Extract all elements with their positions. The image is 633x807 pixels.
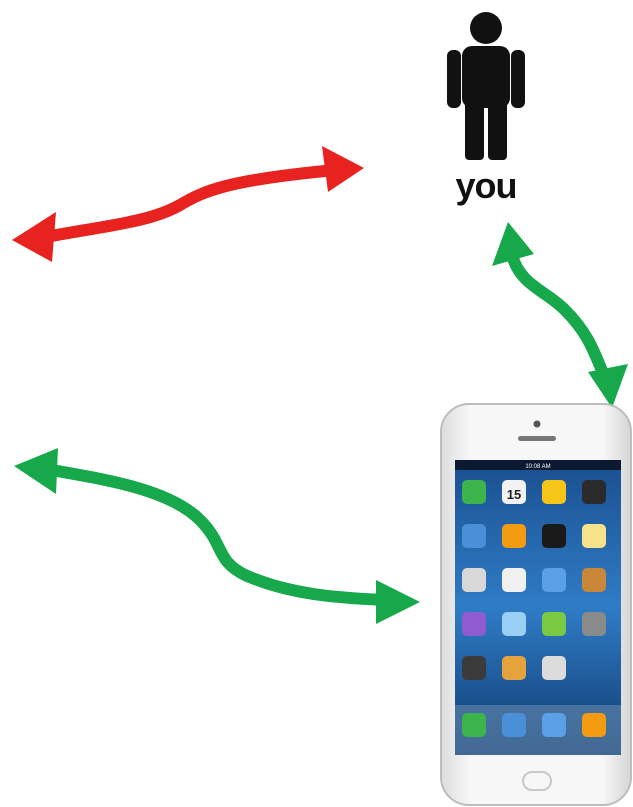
red-arrow-shaft [40,170,335,238]
green-arrow-you-phone-head-bottom [588,364,628,408]
phone-front-camera [534,421,541,428]
app-icon [502,656,526,680]
red-arrow-head-right [322,146,364,192]
app-icon [582,612,606,636]
green-arrow-left-phone [14,448,420,624]
green-arrow-you-phone-shaft [512,255,605,378]
app-icon [502,568,526,592]
app-icon [542,568,566,592]
you-label: you [448,168,524,204]
smartphone-icon: 10:08 AM 15 [441,404,631,805]
dock-app-icon [542,713,566,737]
app-icon [462,568,486,592]
app-icon [542,656,566,680]
green-arrow-you-phone [492,222,628,408]
app-icon [582,480,606,504]
app-icon [462,656,486,680]
dock-app-icon [462,713,486,737]
app-icon [542,480,566,504]
green-arrow-you-phone-head-top [492,222,534,266]
app-icon [462,612,486,636]
dock-app-icon [582,713,606,737]
app-icon [582,568,606,592]
app-icon [502,524,526,548]
phone-earpiece [518,436,556,441]
phone-status-time: 10:08 AM [525,464,550,470]
app-icon [582,524,606,548]
dock-app-icon [502,713,526,737]
person-icon [447,12,525,160]
red-double-arrow [12,146,364,262]
app-icon [462,480,486,504]
app-icon [502,612,526,636]
app-icon [542,524,566,548]
green-arrow-left-phone-head-right [376,580,420,624]
green-arrow-left-phone-shaft [40,468,385,600]
app-icon [542,612,566,636]
calendar-day-label: 15 [507,487,521,502]
green-arrow-left-phone-head-left [14,448,58,494]
app-icon [462,524,486,548]
red-arrow-head-left [12,212,56,262]
